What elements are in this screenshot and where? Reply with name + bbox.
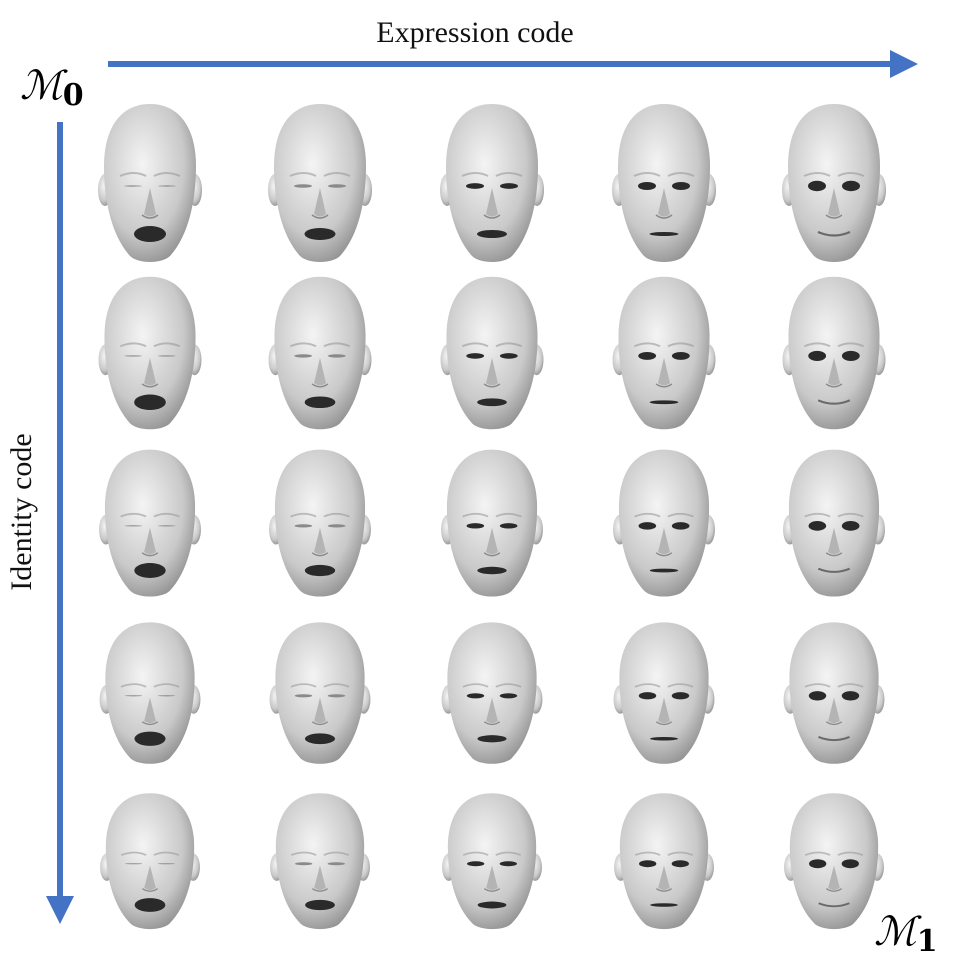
face-mesh-r5-c2: [270, 793, 370, 930]
face-mesh-r2-c5: [782, 276, 886, 430]
face-mesh-r1-c1: [98, 104, 202, 262]
face-mesh-r4-c2: [269, 622, 371, 764]
face-mesh-r5-c5: [784, 793, 884, 930]
face-mesh-r2-c2: [268, 276, 372, 430]
face-mesh-r1-c3: [440, 104, 544, 262]
face-mesh-r3-c4: [613, 449, 715, 597]
identity-axis-arrow: [46, 122, 74, 924]
corner-m1-subscript: 1: [916, 924, 938, 959]
corner-m0-symbol: ℳ: [20, 63, 63, 109]
face-mesh-r2-c1: [98, 276, 202, 430]
face-mesh-r2-c3: [440, 276, 544, 430]
face-mesh-r3-c1: [99, 449, 201, 597]
face-mesh-r2-c4: [612, 276, 716, 430]
face-mesh-r1-c4: [612, 104, 716, 262]
expression-code-label: Expression code: [376, 16, 574, 49]
corner-label-m1: ℳ1: [874, 912, 938, 957]
corner-m1-symbol: ℳ: [874, 909, 917, 955]
face-mesh-r1-c5: [782, 104, 886, 262]
face-mesh-r4-c1: [99, 622, 201, 764]
face-mesh-r3-c2: [269, 449, 371, 597]
face-mesh-r4-c5: [783, 622, 885, 764]
face-mesh-r4-c4: [613, 622, 715, 764]
expression-axis-arrow: [108, 50, 918, 78]
face-mesh-r4-c3: [441, 622, 543, 764]
face-mesh-r5-c1: [100, 793, 200, 930]
face-mesh-r3-c3: [441, 449, 543, 597]
face-mesh-r5-c3: [442, 793, 542, 930]
face-mesh-r1-c2: [268, 104, 372, 262]
face-mesh-r3-c5: [783, 449, 885, 597]
face-mesh-r5-c4: [614, 793, 714, 930]
corner-label-m0: ℳ0: [20, 66, 84, 111]
corner-m0-subscript: 0: [62, 78, 84, 113]
